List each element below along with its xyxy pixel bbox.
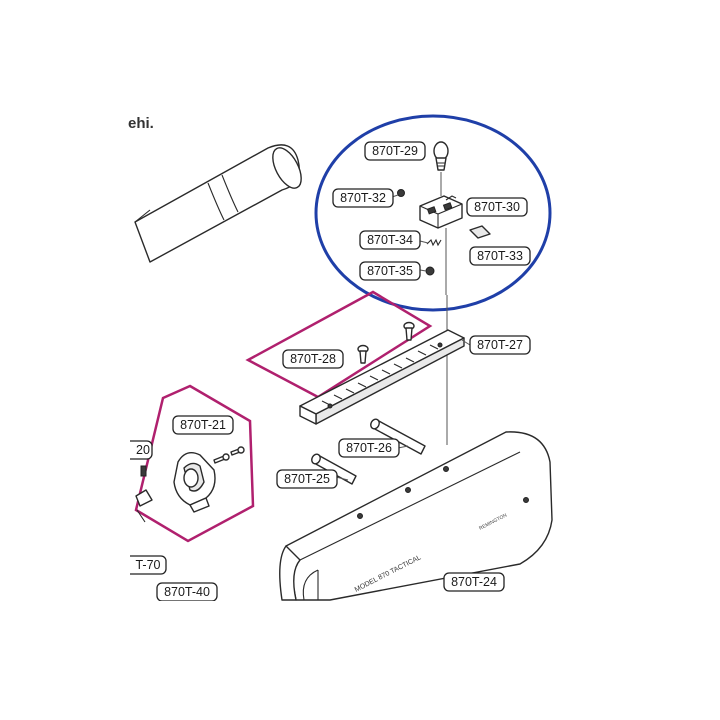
sight-block-30: [419, 195, 463, 229]
label-870T-25: 870T-25: [276, 469, 338, 489]
pin-25: [311, 453, 357, 485]
svg-text:870T-29: 870T-29: [372, 144, 418, 158]
svg-text:870T-28: 870T-28: [290, 352, 336, 366]
svg-text:870T-32: 870T-32: [340, 191, 386, 205]
svg-text:20: 20: [136, 443, 150, 457]
label-870T-34: 870T-34: [359, 230, 421, 250]
leader-lines: [335, 194, 471, 481]
label-870T-30: 870T-30: [466, 197, 528, 217]
label-870T-26: 870T-26: [338, 438, 400, 458]
barrel: [134, 144, 302, 263]
rail-screws-28: [357, 321, 415, 364]
clamp-21: [173, 446, 245, 513]
svg-text:870T-27: 870T-27: [477, 338, 523, 352]
svg-text:870T-25: 870T-25: [284, 472, 330, 486]
sight-assembly: [397, 141, 491, 295]
partial-part-left: [135, 465, 153, 523]
highlight-circle: [314, 114, 552, 312]
label-870T-32: 870T-32: [332, 188, 394, 208]
bottom-crop-mask: [0, 601, 720, 720]
svg-text:870T-33: 870T-33: [477, 249, 523, 263]
svg-text:870T-30: 870T-30: [474, 200, 520, 214]
svg-text:T-70: T-70: [135, 558, 160, 572]
label-870T-27: 870T-27: [469, 335, 531, 355]
pin-26: [370, 418, 426, 455]
svg-text:870T-40: 870T-40: [164, 585, 210, 599]
small-screws: [213, 446, 245, 464]
label-870T-33: 870T-33: [469, 246, 531, 266]
spring-34: [426, 238, 442, 247]
label-870T-28: 870T-28: [282, 349, 344, 369]
label-870T-35: 870T-35: [359, 261, 421, 281]
label-870T-29: 870T-29: [364, 141, 426, 161]
label-870T-21: 870T-21: [172, 415, 234, 435]
sight-screw-29: [433, 141, 449, 171]
partial-caption: ehi.: [128, 115, 154, 132]
nut-32: [397, 189, 405, 197]
svg-text:870T-24: 870T-24: [451, 575, 497, 589]
svg-text:870T-21: 870T-21: [180, 418, 226, 432]
highlight-polygon-21: [134, 384, 255, 543]
label-870T-40: 870T-40: [156, 582, 218, 602]
label-870T-24: 870T-24: [443, 572, 505, 592]
left-crop-mask: [0, 430, 130, 610]
svg-text:870T-34: 870T-34: [367, 233, 413, 247]
rail-27: [299, 329, 465, 425]
plate-33: [469, 225, 491, 239]
svg-text:870T-35: 870T-35: [367, 264, 413, 278]
nut-35: [425, 266, 435, 276]
svg-text:870T-26: 870T-26: [346, 441, 392, 455]
